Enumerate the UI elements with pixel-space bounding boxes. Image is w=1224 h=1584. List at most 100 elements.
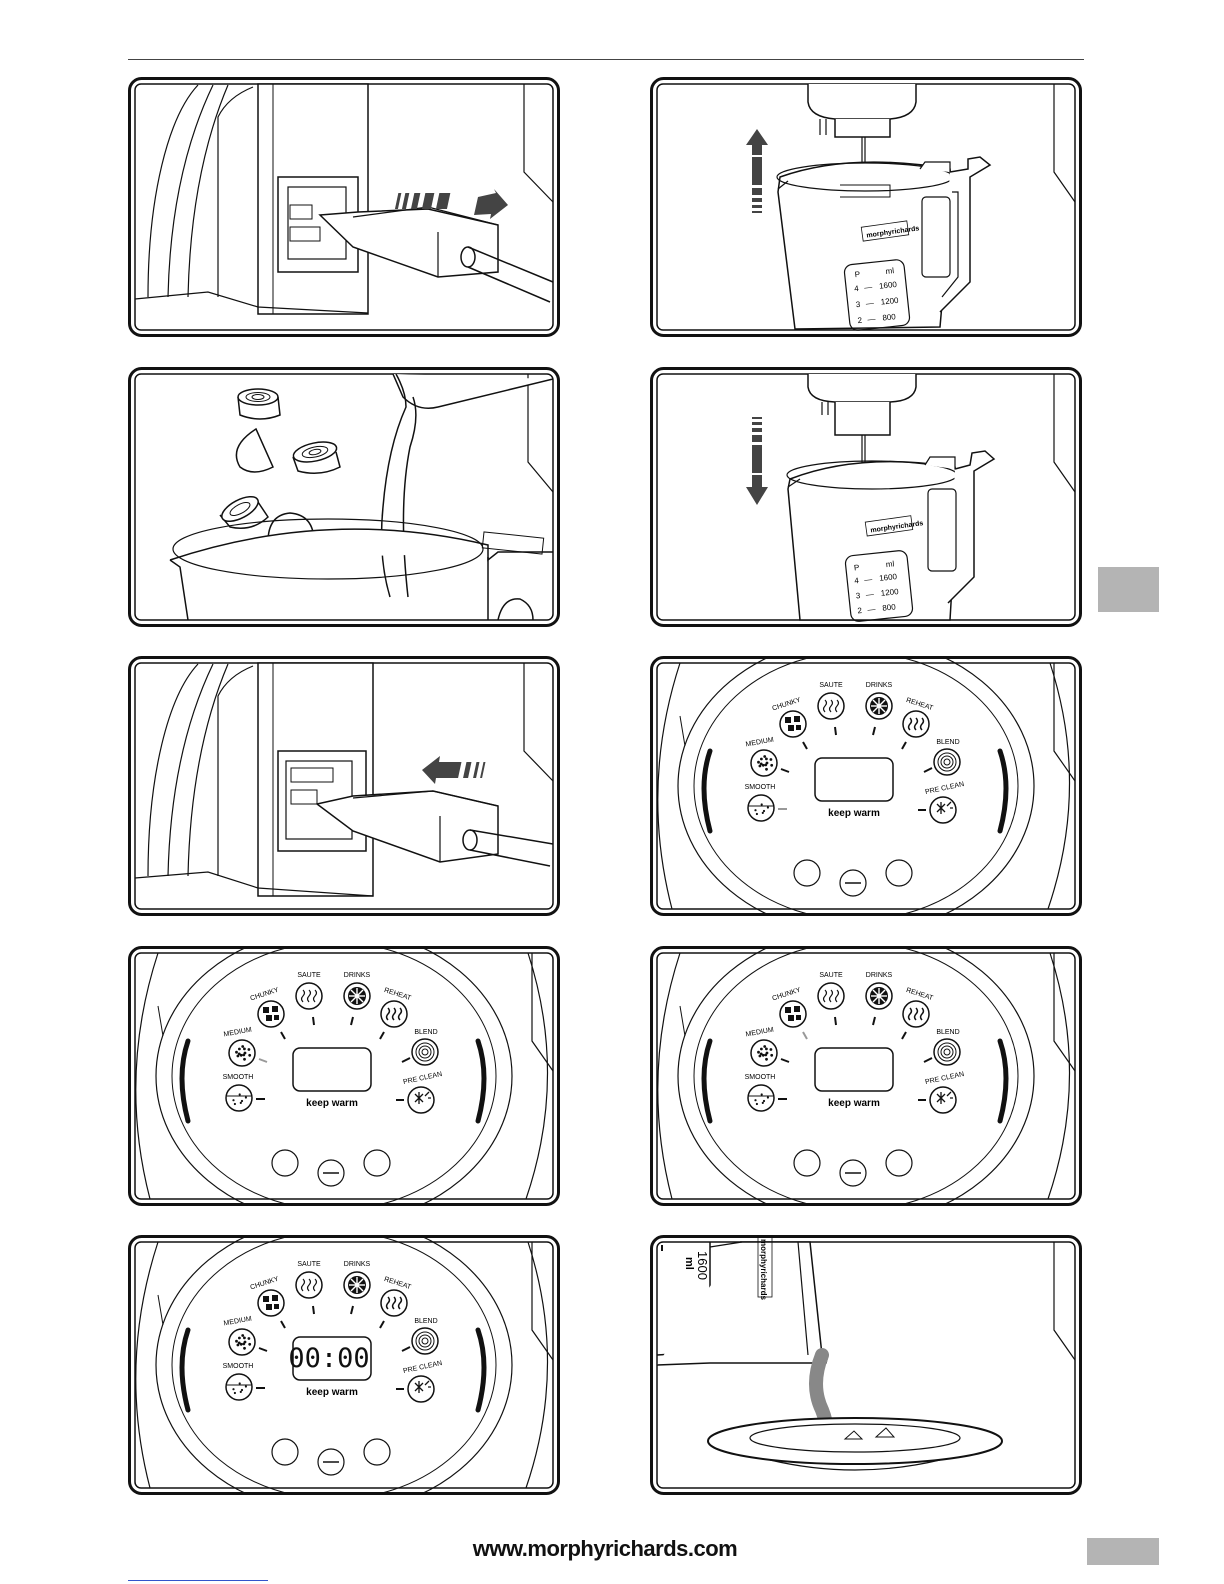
label-smooth: SMOOTH [223,1363,254,1370]
drinks-icon[interactable] [865,692,893,720]
label-smooth: SMOOTH [745,1074,776,1081]
lift-up-arrow-icon [746,129,768,213]
page-tab [1087,1538,1159,1565]
panel-control-select-smooth: SAUTE DRINKS CHUNKY REHEAT MEDIUM BLEND … [650,656,1082,916]
label-medium: MEDIUM [745,1027,774,1039]
blend-icon[interactable] [411,1038,439,1066]
saute-icon[interactable] [295,982,323,1010]
left-button[interactable] [793,859,821,887]
scale-unit-p: P [854,270,860,280]
keep-warm-label: keep warm [828,1098,880,1109]
scale-unit-ml: ml [885,266,895,276]
scale-p-3-2: 3 [855,591,861,600]
medium-icon[interactable] [750,749,778,777]
svg-text:—: — [864,575,873,585]
unplug-arrow-icon [422,756,486,784]
blend-icon[interactable] [933,1038,961,1066]
panel-control-select-chunky: SAUTE DRINKS CHUNKY REHEAT MEDIUM BLEND … [650,946,1082,1206]
panel-add-ingredients [128,367,560,627]
lower-down-arrow-icon [746,417,768,505]
panel-lift-head: morphyrichards P ml 4 — 1600 3 — 1200 2 … [650,77,1082,337]
scale-ml-1200-2: 1200 [880,587,899,598]
footer-link-underline [128,1580,268,1581]
scale-ml-1600: 1600 [879,280,898,291]
svg-text:—: — [867,605,876,615]
saute-icon[interactable] [817,982,845,1010]
saute-icon[interactable] [817,692,845,720]
left-button[interactable] [793,1149,821,1177]
keep-warm-label: keep warm [306,1387,358,1398]
label-blend: BLEND [936,1029,959,1036]
label-drinks: DRINKS [344,972,371,979]
drinks-icon[interactable] [343,1271,371,1299]
header-rule [128,59,1084,60]
reheat-icon[interactable] [902,710,930,738]
medium-icon[interactable] [228,1328,256,1356]
pour-brand-logo: morphyrichards [759,1239,768,1300]
svg-text:—: — [865,590,874,600]
right-button[interactable] [885,859,913,887]
pre-clean-icon[interactable] [929,796,957,824]
right-button[interactable] [363,1438,391,1466]
right-button[interactable] [885,1149,913,1177]
right-button[interactable] [363,1149,391,1177]
panel-pour-soup: ml 1600 morphyrichards [650,1235,1082,1495]
medium-icon[interactable] [750,1039,778,1067]
keep-warm-label: keep warm [828,808,880,819]
smooth-icon[interactable] [225,1084,253,1112]
panel-control-display-timer: SAUTE DRINKS CHUNKY REHEAT MEDIUM BLEND … [128,1235,560,1495]
blend-icon[interactable] [411,1327,439,1355]
svg-text:—: — [865,298,874,308]
blend-icon[interactable] [933,748,961,776]
scale-p-3: 3 [855,300,861,309]
smooth-icon[interactable] [747,794,775,822]
reheat-icon[interactable] [902,1000,930,1028]
chunky-icon[interactable] [257,1000,285,1028]
smooth-icon[interactable] [747,1084,775,1112]
scale-p-2: 2 [857,316,863,325]
panel-unplug [128,656,560,916]
smooth-icon[interactable] [225,1373,253,1401]
timer-display-value: 00:00 [288,1343,369,1374]
label-drinks: DRINKS [866,972,893,979]
label-drinks: DRINKS [866,682,893,689]
pour-scale-ml: ml [683,1257,695,1270]
medium-icon[interactable] [228,1039,256,1067]
label-saute: SAUTE [819,682,843,689]
reheat-icon[interactable] [380,1289,408,1317]
label-medium: MEDIUM [223,1316,252,1328]
pre-clean-icon[interactable] [407,1086,435,1114]
scale-ml-800-2: 800 [882,602,897,612]
footer-website[interactable]: www.morphyrichards.com [472,1536,738,1561]
label-blend: BLEND [936,739,959,746]
chunky-icon[interactable] [257,1289,285,1317]
label-saute: SAUTE [297,1261,321,1268]
pre-clean-icon[interactable] [929,1086,957,1114]
scale-p-2-2: 2 [857,606,863,615]
scale-unit-p-2: P [854,563,860,573]
label-smooth: SMOOTH [223,1074,254,1081]
chunky-icon[interactable] [779,710,807,738]
label-blend: BLEND [414,1318,437,1325]
label-saute: SAUTE [819,972,843,979]
svg-text:—: — [867,314,876,324]
pre-clean-icon[interactable] [407,1375,435,1403]
panel-plug-in [128,77,560,337]
scale-ml-800: 800 [882,312,897,322]
pour-scale-value: 1600 [695,1251,710,1280]
saute-icon[interactable] [295,1271,323,1299]
svg-text:—: — [864,282,873,292]
scale-unit-ml-2: ml [885,559,895,569]
keep-warm-label: keep warm [306,1098,358,1109]
reheat-icon[interactable] [380,1000,408,1028]
drinks-icon[interactable] [343,982,371,1010]
drinks-icon[interactable] [865,982,893,1010]
left-button[interactable] [271,1149,299,1177]
section-tab [1098,567,1159,612]
chunky-icon[interactable] [779,1000,807,1028]
left-button[interactable] [271,1438,299,1466]
label-smooth: SMOOTH [745,784,776,791]
panel-control-select-medium: SAUTE DRINKS CHUNKY REHEAT MEDIUM BLEND … [128,946,560,1206]
label-saute: SAUTE [297,972,321,979]
label-blend: BLEND [414,1029,437,1036]
